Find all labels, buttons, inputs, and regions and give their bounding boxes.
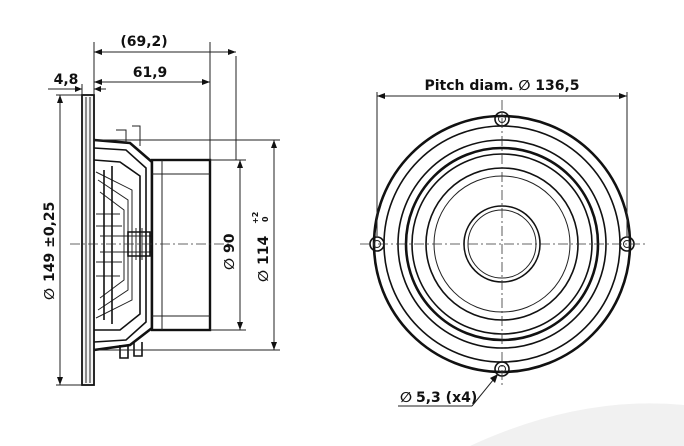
hole-diameter-label: 5,3 (x4) xyxy=(416,390,477,406)
magnet-diameter-dimension: ∅ 90 xyxy=(210,159,246,331)
cutout-tolerance-upper: +2 xyxy=(251,212,260,224)
hole-diameter-leader: ∅ 5,3 (x4) xyxy=(398,373,499,407)
front-view: Pitch diam. ∅ 136,5 ∅ 5,3 (x4) xyxy=(360,78,646,407)
magnet-diameter-symbol: ∅ xyxy=(222,258,238,270)
magnet xyxy=(150,158,212,332)
cutout-diameter-label: 114 xyxy=(256,236,272,265)
frame-diameter-dimension: ∅ 149 ±0,25 xyxy=(42,94,82,386)
flange-plate xyxy=(81,94,95,386)
background-swoosh xyxy=(470,403,684,446)
frame-diameter-symbol: ∅ xyxy=(42,288,58,300)
depth-reference-label: (69,2) xyxy=(120,34,167,50)
depth-label: 61,9 xyxy=(133,65,168,81)
cutout-diameter-symbol: ∅ xyxy=(256,270,272,282)
frame-diameter-label: 149 ±0,25 xyxy=(42,202,58,282)
cutout-tolerance-lower: 0 xyxy=(261,216,270,222)
pitch-diameter-dimension: Pitch diam. ∅ 136,5 xyxy=(376,78,628,236)
magnet-diameter-label: 90 xyxy=(222,233,238,253)
hole-diameter-symbol: ∅ xyxy=(400,390,412,406)
cutout-diameter-dimension: ∅ 114 +2 0 xyxy=(94,139,280,351)
basket-frame xyxy=(93,125,154,359)
side-view: (69,2) 61,9 4,8 ∅ 149 ±0,25 ∅ 90 xyxy=(42,34,280,386)
flange-thickness-label: 4,8 xyxy=(54,72,79,88)
depth-dimensions: (69,2) 61,9 4,8 xyxy=(48,34,237,160)
pitch-diameter-label: Pitch diam. ∅ 136,5 xyxy=(424,78,579,94)
